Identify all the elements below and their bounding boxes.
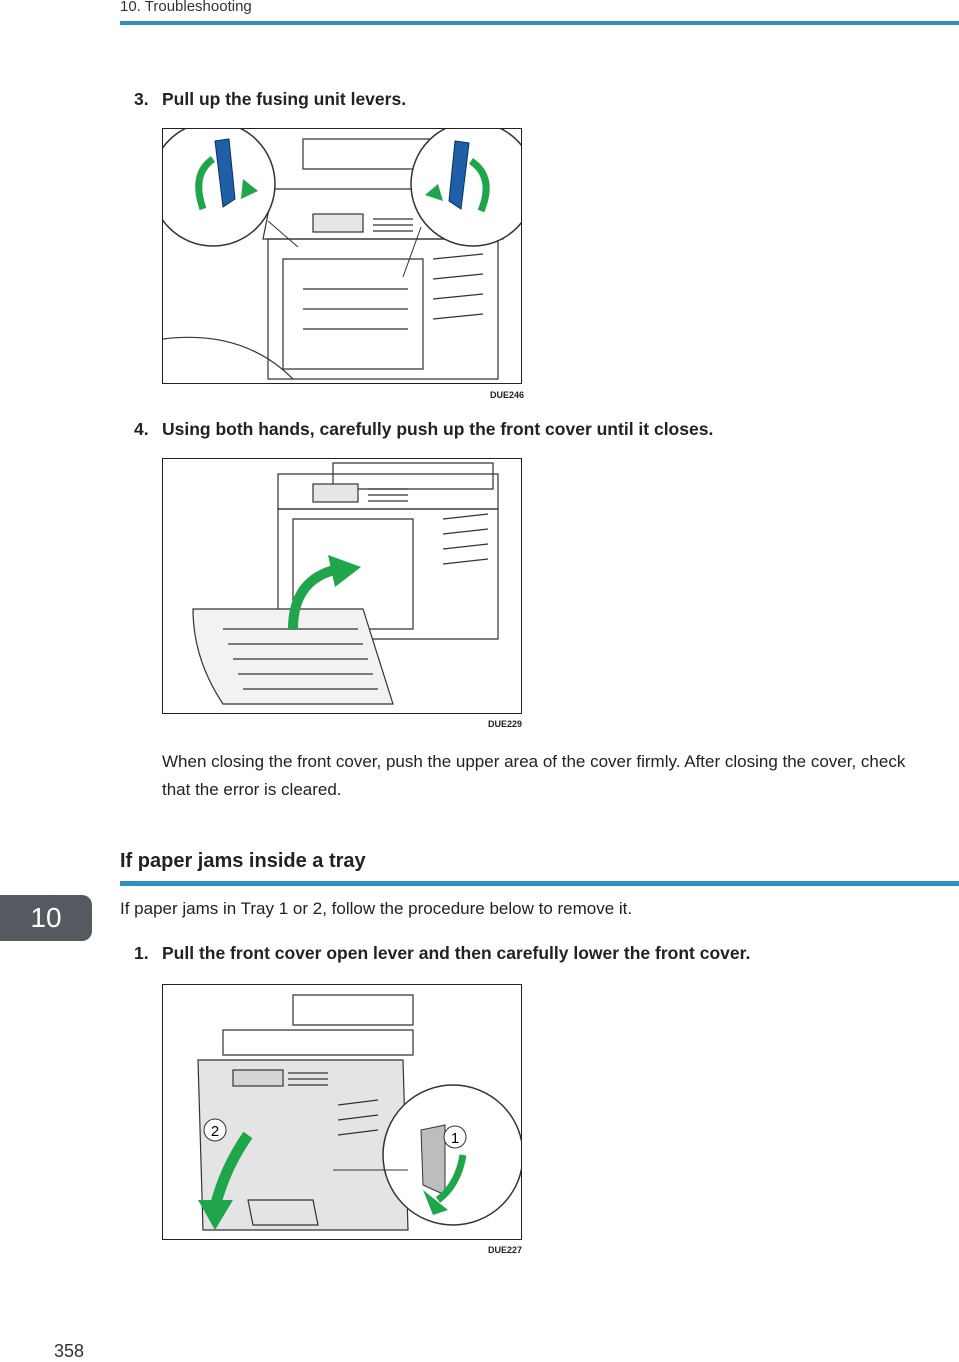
callout-1: 1 <box>451 1130 459 1147</box>
header-rule <box>120 21 959 25</box>
running-header: 10. Troubleshooting <box>120 0 252 15</box>
step-number: 3. <box>134 89 149 109</box>
step-text: Pull up the fusing unit levers. <box>162 89 407 109</box>
step-4: 4. Using both hands, carefully push up th… <box>134 419 713 440</box>
section-rule <box>120 881 959 886</box>
step-3: 3. Pull up the fusing unit levers. <box>134 89 406 110</box>
step-text: Pull the front cover open lever and then… <box>162 943 751 963</box>
section-intro: If paper jams in Tray 1 or 2, follow the… <box>120 899 633 918</box>
page-number: 358 <box>54 1341 85 1361</box>
step-number: 1. <box>134 943 149 963</box>
figure-code: DUE229 <box>488 719 523 729</box>
figure-code: DUE246 <box>490 390 525 400</box>
figure-fusing-unit-levers <box>162 128 522 384</box>
callout-2: 2 <box>211 1123 219 1140</box>
step-1: 1. Pull the front cover open lever and th… <box>134 943 750 964</box>
step-number: 4. <box>134 419 149 439</box>
figure-close-front-cover <box>162 458 522 714</box>
figure-code: DUE227 <box>488 1245 523 1255</box>
note-text: When closing the front cover, push the u… <box>162 752 906 799</box>
chapter-tab: 10 <box>0 895 92 941</box>
section-heading: If paper jams inside a tray <box>120 850 366 872</box>
step-text: Using both hands, carefully push up the … <box>162 419 714 439</box>
figure-lower-front-cover: 1 2 <box>162 984 522 1240</box>
